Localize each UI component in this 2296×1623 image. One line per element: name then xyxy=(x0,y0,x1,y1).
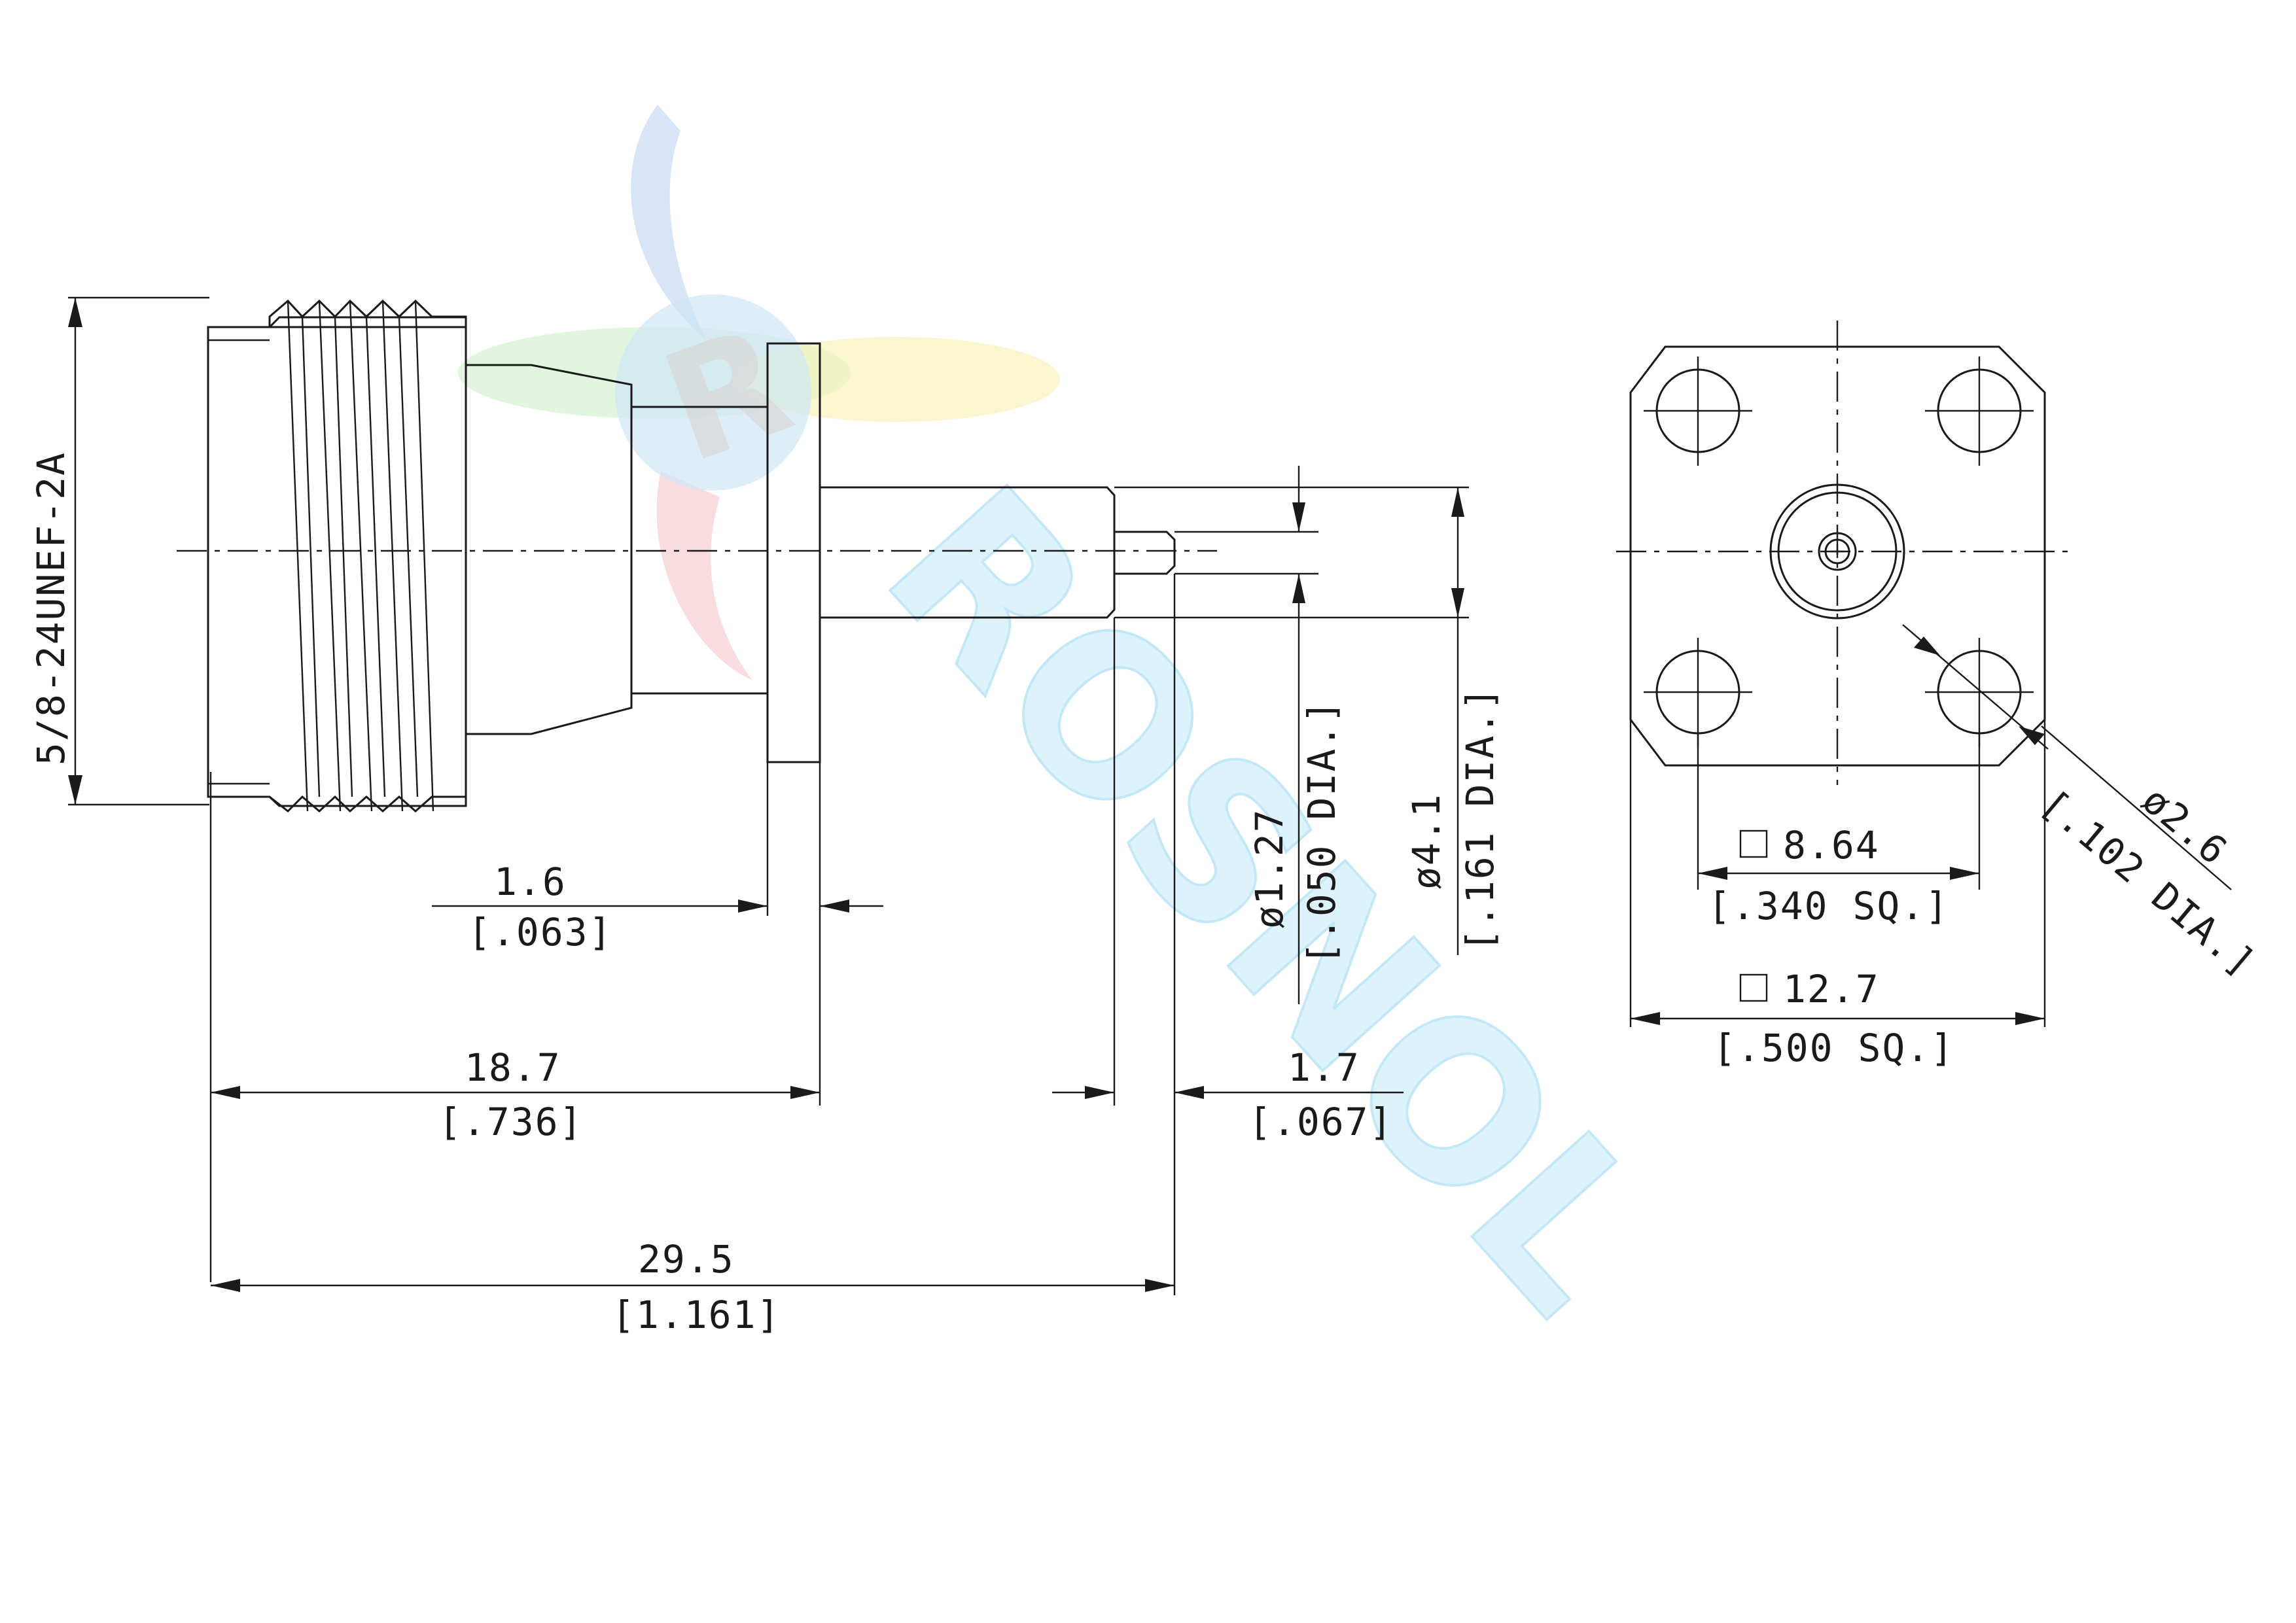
pin-diameter-inch: [.050 DIA.] xyxy=(1299,699,1344,965)
dielectric-diameter-inch: [.161 DIA.] xyxy=(1458,686,1502,952)
hole-spacing-inch: [.340 SQ.] xyxy=(1708,884,1949,928)
flange-size-mm: 12.7 xyxy=(1783,967,1880,1011)
overall-length-inch: [1.161] xyxy=(612,1293,781,1337)
overall-length-dimension: 29.5 [1.161] xyxy=(211,1237,1174,1337)
connector-front-view xyxy=(1616,321,2068,785)
hole-spacing-dimension: 8.64 [.340 SQ.] xyxy=(1697,733,1981,928)
pin-protrusion-dimension: 1.7 [.067] xyxy=(1052,1045,1404,1144)
body-length-inch: [.736] xyxy=(438,1100,584,1144)
connector-side-view xyxy=(177,299,1217,813)
flange-thickness-inch: [.063] xyxy=(468,910,613,954)
pin-protrusion-inch: [.067] xyxy=(1248,1100,1394,1144)
flange-thickness-mm: 1.6 xyxy=(494,860,567,904)
pin-diameter-dimension: ø1.27 [.050 DIA.] xyxy=(1174,466,1344,1004)
hole-spacing-mm: 8.64 xyxy=(1783,823,1880,867)
flange-size-dimension: 12.7 [.500 SQ.] xyxy=(1629,720,2046,1070)
watermark-logo: R xyxy=(458,105,1060,680)
flange-size-inch: [.500 SQ.] xyxy=(1713,1026,1954,1070)
overall-length-mm: 29.5 xyxy=(638,1237,735,1282)
pin-diameter-mm: ø1.27 xyxy=(1247,808,1292,929)
hole-diameter-dimension: ø2.6 [.102 DIA.] xyxy=(1902,624,2265,986)
body-length-dimension: 18.7 [.736] xyxy=(211,1045,820,1144)
thread-dimension: 5/8-24UNEF-2A xyxy=(29,296,209,806)
pin-protrusion-mm: 1.7 xyxy=(1288,1045,1360,1090)
dielectric-diameter-mm: ø4.1 xyxy=(1404,793,1449,890)
flange-thickness-dimension: 1.6 [.063] xyxy=(432,860,883,954)
dielectric-diameter-dimension: ø4.1 [.161 DIA.] xyxy=(1114,486,1502,955)
thread-spec-label: 5/8-24UNEF-2A xyxy=(29,451,73,765)
body-length-mm: 18.7 xyxy=(465,1045,561,1090)
